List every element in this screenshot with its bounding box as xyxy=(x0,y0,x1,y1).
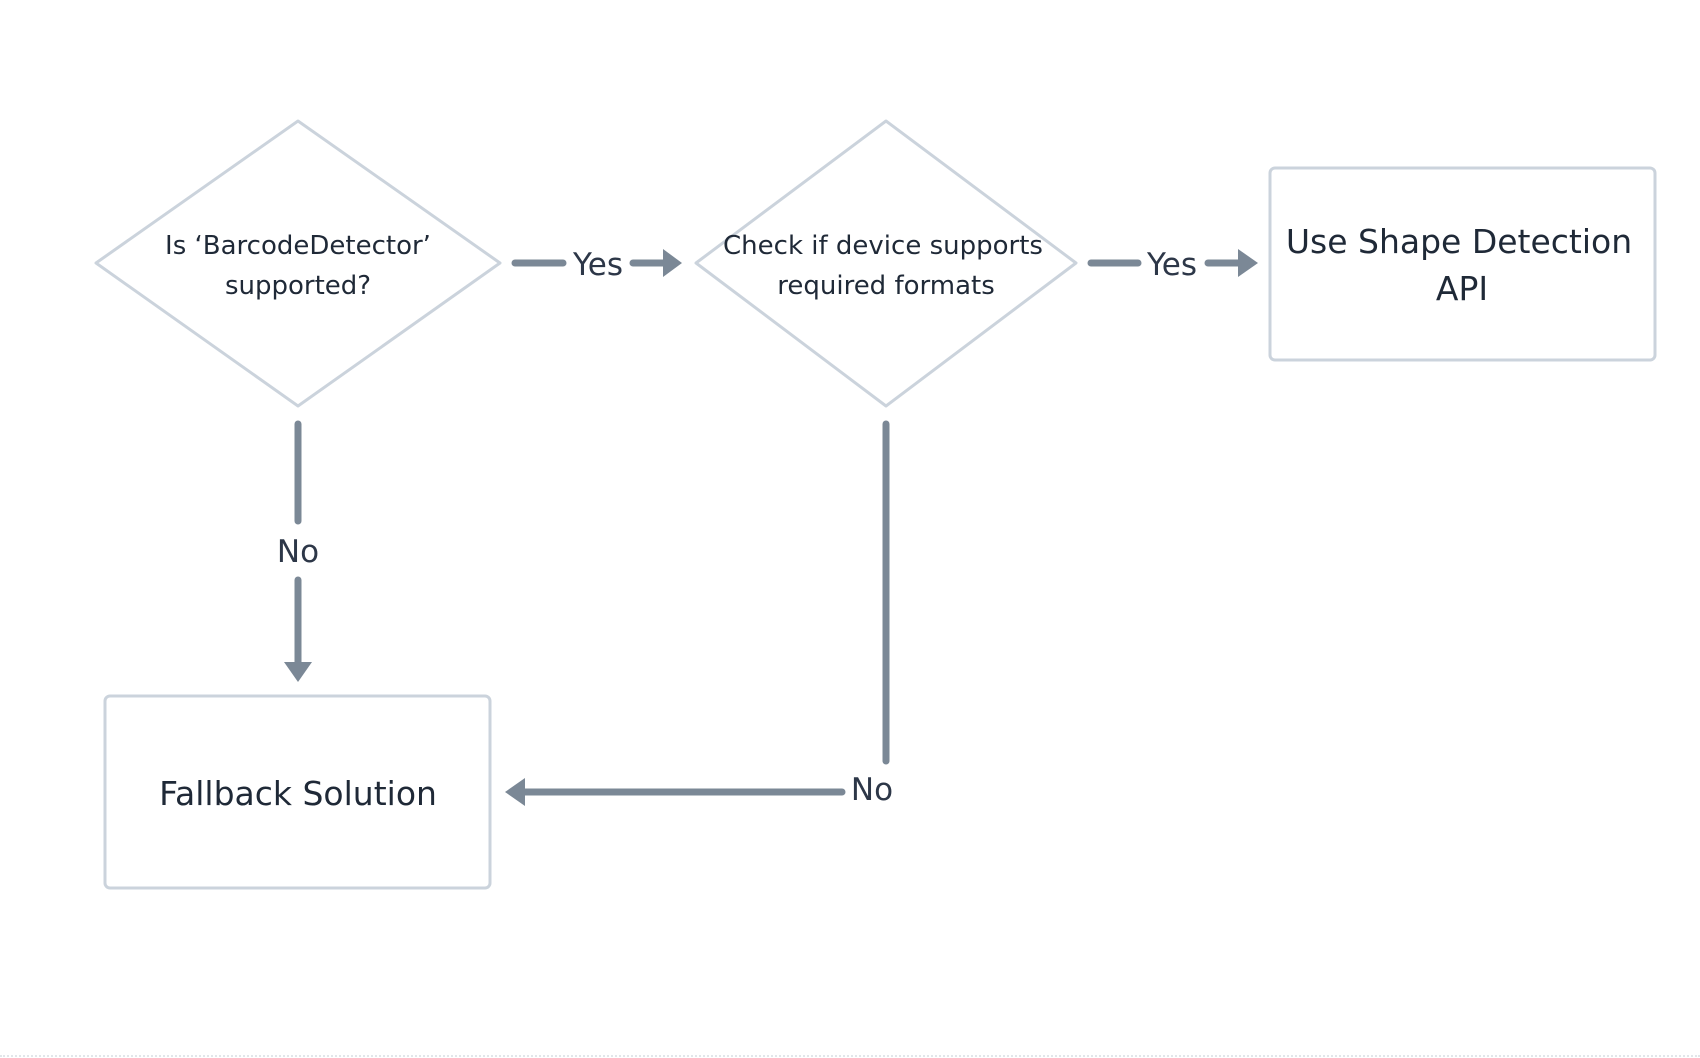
bottom-divider xyxy=(0,1055,1700,1057)
edge-formats-no: No xyxy=(505,420,893,808)
decision-diamond xyxy=(694,119,1078,408)
barcode-detector-decision[interactable]: Is ‘BarcodeDetector’ supported? xyxy=(94,119,502,408)
edge-label-no: No xyxy=(277,534,319,570)
edge-formats-yes: Yes xyxy=(1087,247,1258,283)
process-label-line-2: API xyxy=(1436,269,1488,308)
arrowhead-right-icon xyxy=(663,249,682,277)
decision-label-line-2: required formats xyxy=(777,271,995,301)
process-box xyxy=(103,694,492,890)
decision-diamond xyxy=(94,119,502,408)
arrowhead-down-icon xyxy=(284,662,312,682)
edge-barcode-no: No xyxy=(277,420,319,682)
shape-detection-api-node[interactable]: Use Shape Detection API xyxy=(1268,166,1657,362)
decision-label-line-2: supported? xyxy=(225,271,371,301)
device-formats-decision[interactable]: Check if device supports required format… xyxy=(694,119,1078,408)
decision-label-line-1: Check if device supports xyxy=(723,231,1043,261)
edge-label-yes: Yes xyxy=(572,247,623,283)
process-box xyxy=(1268,166,1657,362)
fallback-solution-node[interactable]: Fallback Solution xyxy=(103,694,492,890)
decision-label-line-1: Is ‘BarcodeDetector’ xyxy=(165,231,431,261)
fallback-label: Fallback Solution xyxy=(159,774,437,813)
edge-label-no: No xyxy=(851,772,893,808)
arrowhead-left-icon xyxy=(505,778,525,806)
arrowhead-right-icon xyxy=(1238,249,1258,277)
edge-barcode-yes: Yes xyxy=(511,247,682,283)
edge-label-yes: Yes xyxy=(1146,247,1197,283)
process-label-line-1: Use Shape Detection xyxy=(1286,222,1632,261)
